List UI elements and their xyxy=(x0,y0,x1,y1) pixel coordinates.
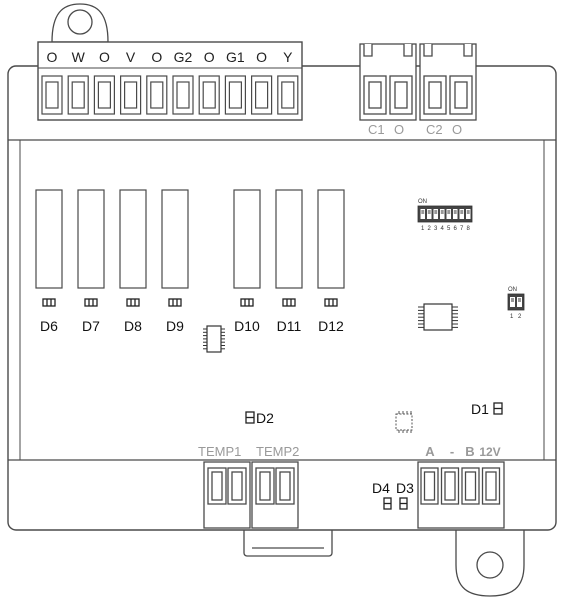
dip-switch-2: ON 1 2 xyxy=(507,287,525,320)
terminal-slot-8 xyxy=(224,75,246,115)
terminal-label-7: O xyxy=(204,49,215,65)
bus-labels: A-B 12V xyxy=(425,444,500,459)
c2-connector xyxy=(419,43,477,121)
terminal-slot-1 xyxy=(41,75,63,115)
terminal-label-8: G1 xyxy=(226,49,245,65)
temp1-label: TEMP1 xyxy=(198,444,241,459)
led-d12: D12 xyxy=(318,298,344,334)
c1-label: C1 xyxy=(368,122,385,137)
terminal-slot-5 xyxy=(146,75,168,115)
terminal-label-10: Y xyxy=(283,49,293,65)
dip8-number-4: 4 xyxy=(441,226,445,232)
terminal-label-4: V xyxy=(126,49,136,65)
c2-label: C2 xyxy=(426,122,443,137)
dip8-number-6: 6 xyxy=(454,226,458,232)
led-d8: D8 xyxy=(124,298,142,334)
bus-label-1: A xyxy=(425,444,435,459)
led-d2-label: D2 xyxy=(256,410,274,426)
dip2-number-2: 2 xyxy=(518,314,522,320)
bus-label-3: B xyxy=(465,444,474,459)
relay-7 xyxy=(317,189,345,289)
led-d2: D2 xyxy=(245,410,274,426)
temp2-label: TEMP2 xyxy=(256,444,299,459)
terminal-slot-4 xyxy=(119,75,142,115)
terminal-slot-10 xyxy=(277,75,299,115)
led-d4-label: D4 xyxy=(372,480,390,496)
dip2-on-label: ON xyxy=(508,287,517,293)
terminal-label-1: O xyxy=(47,49,58,65)
terminal-label-2: W xyxy=(72,49,86,65)
dip8-number-1: 1 xyxy=(421,226,425,232)
led-d7-label: D7 xyxy=(82,318,100,334)
led-d11: D11 xyxy=(277,298,302,334)
led-d9-label: D9 xyxy=(166,318,184,334)
c2-common-label: O xyxy=(452,122,462,137)
led-d3-label: D3 xyxy=(396,480,414,496)
microcontroller-chip xyxy=(418,303,458,331)
tiny-ic xyxy=(395,411,413,433)
temp1-connector xyxy=(203,461,251,529)
led-d12-label: D12 xyxy=(318,318,344,334)
led-d6-label: D6 xyxy=(40,318,58,334)
dip8-number-3: 3 xyxy=(434,226,438,232)
temp2-connector xyxy=(251,461,299,529)
small-ic xyxy=(203,325,225,353)
led-d7: D7 xyxy=(82,298,100,334)
dip2-number-1: 1 xyxy=(510,314,514,320)
terminal-label-5: O xyxy=(151,49,162,65)
led-d8-label: D8 xyxy=(124,318,142,334)
bottom-mounting-ear xyxy=(455,527,525,597)
enclosure xyxy=(7,65,557,531)
terminal-slot-2 xyxy=(67,75,89,115)
relay-2 xyxy=(77,189,105,289)
terminal-slot-9 xyxy=(251,75,273,115)
relay-group xyxy=(35,189,345,289)
dip8-on-label: ON xyxy=(418,199,427,205)
c1-common-label: O xyxy=(394,122,404,137)
terminal-slot-3 xyxy=(93,75,116,115)
dip8-number-7: 7 xyxy=(460,226,464,232)
top-mounting-ear xyxy=(51,3,109,43)
led-d3: D3 xyxy=(396,480,414,510)
terminal-label-3: O xyxy=(99,49,110,65)
led-d10: D10 xyxy=(234,298,260,334)
bus-connector xyxy=(417,461,505,529)
c1-connector xyxy=(359,43,417,121)
led-d1-label: D1 xyxy=(471,401,489,417)
terminal-label-9: O xyxy=(256,49,267,65)
relay-leds: D6 D7 D8 D9 D10 D11 D12 xyxy=(40,298,344,334)
dip8-number-2: 2 xyxy=(428,226,432,232)
relay-5 xyxy=(233,189,261,289)
dip8-number-5: 5 xyxy=(447,226,451,232)
relay-3 xyxy=(119,189,147,289)
led-d11-label: D11 xyxy=(277,318,302,334)
led-d9: D9 xyxy=(166,298,184,334)
led-d4: D4 xyxy=(372,480,392,510)
relay-1 xyxy=(35,189,63,289)
relay-4 xyxy=(161,189,189,289)
terminal-label-6: G2 xyxy=(174,49,193,65)
dip8-number-8: 8 xyxy=(467,226,471,232)
led-d10-label: D10 xyxy=(234,318,260,334)
led-d6: D6 xyxy=(40,298,58,334)
relay-6 xyxy=(275,189,303,289)
terminal-slot-7 xyxy=(198,75,220,115)
terminal-slot-6 xyxy=(172,75,194,115)
bus-label-2: - xyxy=(450,444,454,459)
bus-label-4: 12V xyxy=(479,445,500,459)
led-d1: D1 xyxy=(471,401,503,417)
